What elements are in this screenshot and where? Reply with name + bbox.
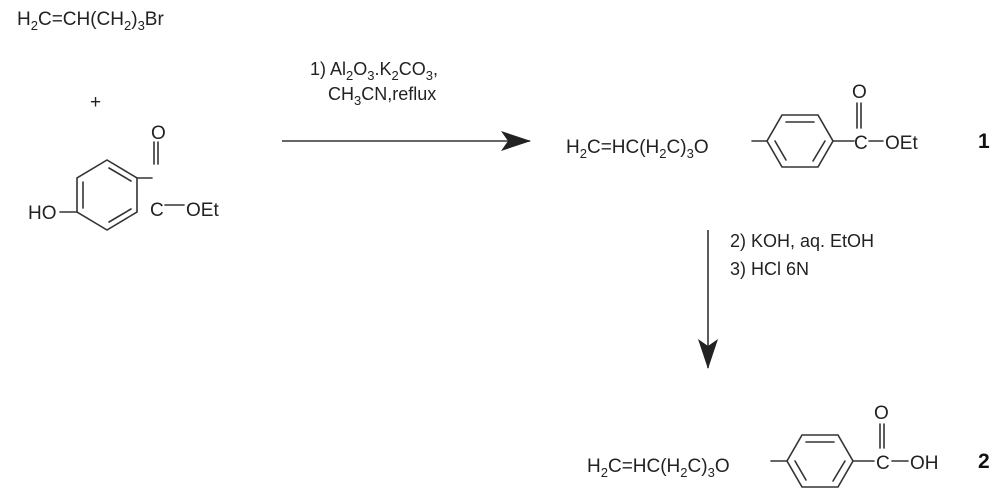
phenol-ester-structure: O C OEt HO bbox=[28, 123, 219, 231]
step2-condition-line2: 3) HCl 6N bbox=[730, 259, 809, 279]
product2-number: 2 bbox=[978, 450, 990, 473]
alkyl-bromide-formula: H2C=CH(CH2)3Br bbox=[17, 9, 164, 33]
product1-benzene-ring bbox=[766, 114, 834, 168]
product1-carbonyl-oxygen: O bbox=[852, 82, 867, 103]
product2-carbonyl-oxygen: O bbox=[874, 403, 889, 424]
product1-number: 1 bbox=[978, 130, 990, 153]
ester-group-label: OEt bbox=[186, 200, 219, 221]
product2-acid-group: OH bbox=[910, 453, 939, 474]
step1-condition-line2: CH3CN,reflux bbox=[328, 84, 436, 108]
product2-carbonyl-carbon: C bbox=[876, 453, 890, 474]
product1-carbonyl-carbon: C bbox=[854, 133, 868, 154]
product1-chain-label: H2C=HC(H2C)3O bbox=[566, 137, 709, 161]
plus-sign: + bbox=[90, 92, 101, 113]
product1-ester-group: OEt bbox=[885, 133, 918, 154]
step2-condition-line1: 2) KOH, aq. EtOH bbox=[730, 231, 874, 251]
carbonyl-carbon-label: C bbox=[150, 200, 164, 221]
hydroxyl-label: HO bbox=[28, 203, 57, 224]
product2-chain-label: H2C=HC(H2C)3O bbox=[587, 456, 730, 480]
carbonyl-oxygen-label: O bbox=[151, 123, 166, 144]
product1-structure: H2C=HC(H2C)3O O C OEt bbox=[566, 82, 918, 168]
benzene-ring bbox=[76, 159, 138, 231]
product2-structure: H2C=HC(H2C)3O O C OH bbox=[587, 403, 939, 488]
step1-condition-line1: 1) Al2O3.K2CO3, bbox=[310, 59, 438, 83]
